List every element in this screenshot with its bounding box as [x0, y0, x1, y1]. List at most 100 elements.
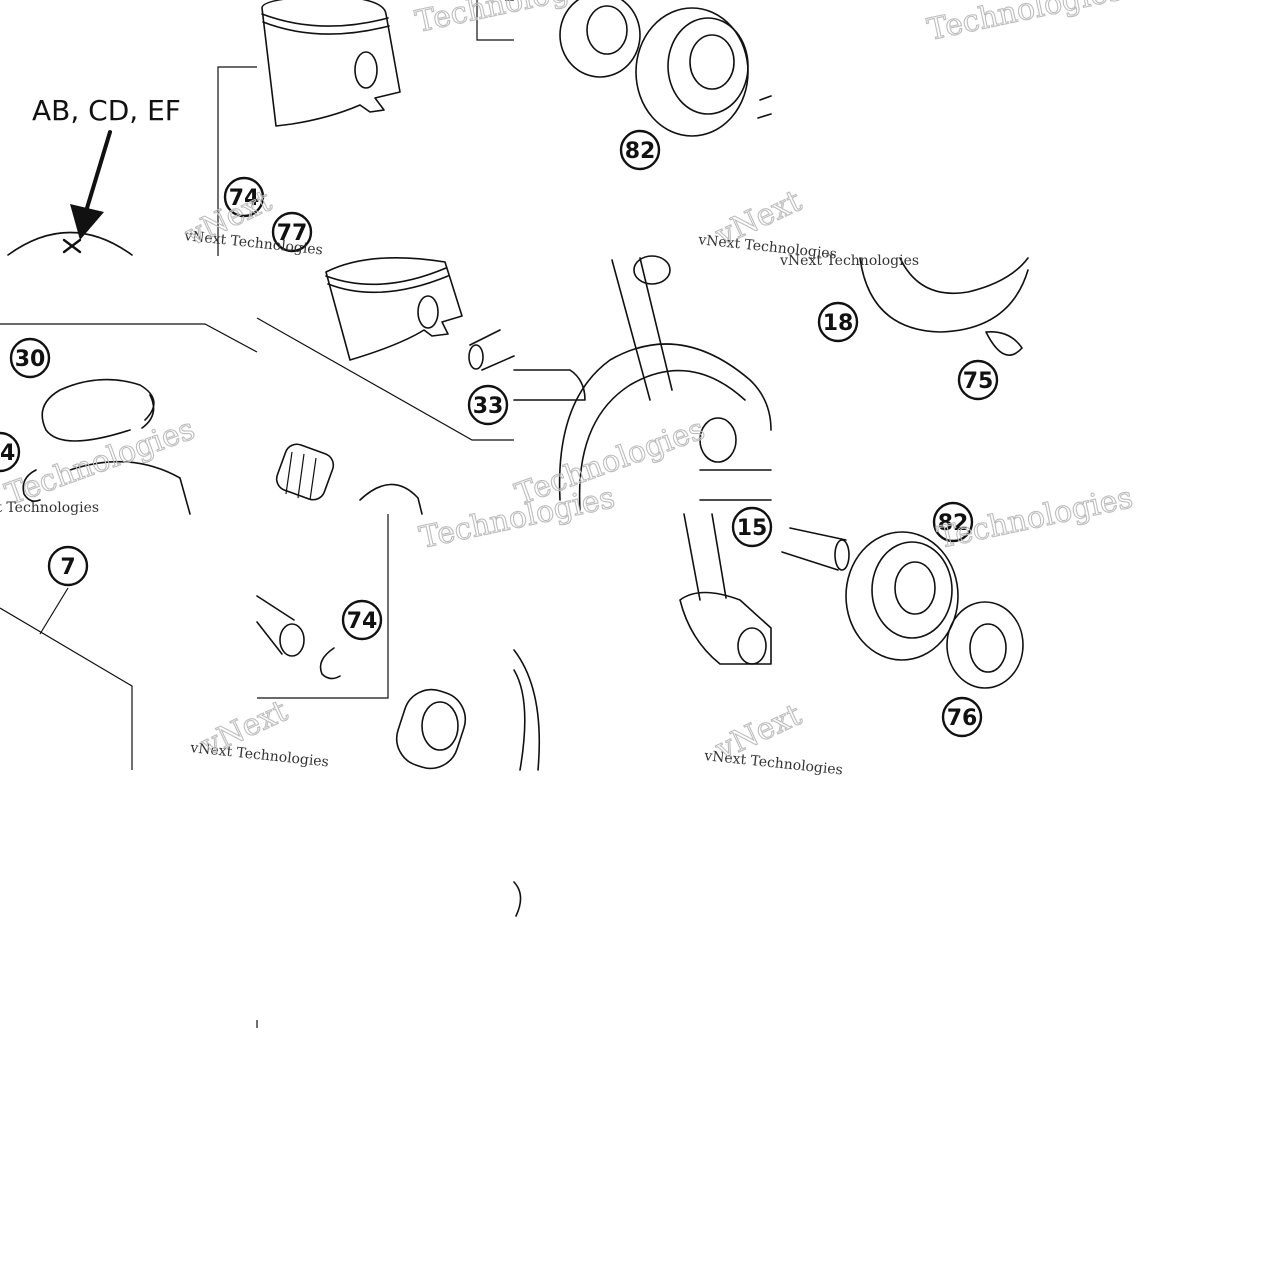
crank-pin: [699, 469, 772, 501]
watermark-small: vNext Technologies: [779, 253, 919, 269]
shaft: [781, 527, 847, 571]
arrow-head-icon: [70, 204, 104, 240]
bushing: [359, 483, 423, 515]
callout-label: 34: [0, 441, 15, 466]
conrod-upper: [611, 257, 673, 401]
seal-ring-inner: [586, 5, 628, 55]
watermark-big: Technologies: [1, 412, 200, 513]
tile-row4-fragments: [256, 881, 522, 1028]
callout: 15: [731, 506, 773, 548]
callout: 7: [47, 545, 89, 587]
flywheel-edge-2: [513, 669, 526, 771]
seal-ring: [946, 601, 1024, 689]
conrod-big-end: [395, 688, 467, 770]
callout-label: 82: [625, 139, 656, 164]
callout: 82: [932, 501, 974, 543]
circlip: [319, 647, 341, 680]
callout: 82: [619, 129, 661, 171]
bearing-race: [871, 541, 953, 639]
box-frame: [0, 607, 133, 770]
leader-line: [39, 587, 69, 635]
needle-bearing: [275, 443, 335, 501]
callout-label: 75: [963, 369, 994, 394]
callout: 33: [467, 384, 509, 426]
box-frame: [476, 0, 514, 41]
box-frame: [0, 323, 258, 353]
flywheel-hub: [899, 257, 1029, 294]
clip-ring: [22, 469, 41, 502]
woodruff-key: [985, 331, 1023, 356]
callout-label: 74: [229, 186, 260, 211]
callout: 75: [957, 359, 999, 401]
callout: 34: [0, 431, 21, 473]
piston-ring: [41, 378, 155, 442]
seal-ring-inner: [969, 623, 1007, 673]
piston-top-outline: [7, 231, 133, 256]
box-frame: [257, 514, 389, 699]
callout-label: 76: [947, 706, 978, 731]
tile-flywheel-end: [859, 257, 1029, 356]
conrod-small-end: [633, 255, 671, 285]
callout: 77: [271, 211, 313, 253]
tile-crankshaft: [513, 255, 772, 511]
callout: 30: [9, 337, 51, 379]
wrist-pin-end: [468, 344, 484, 370]
conrod-eye: [679, 591, 772, 665]
tile-box: [0, 587, 133, 770]
tile-piston-upper: [217, 0, 514, 256]
wrist-pin: [256, 595, 295, 655]
flywheel-rim: [859, 257, 1029, 333]
flywheel-edge: [513, 649, 541, 771]
bearing-inner: [689, 34, 735, 90]
watermark-big: Technologies: [924, 0, 1125, 48]
callout: 76: [941, 696, 983, 738]
piston-pin-hole: [354, 51, 378, 89]
conrod-shaft: [683, 513, 727, 601]
callout-label: 18: [823, 311, 854, 336]
shaft-end: [834, 539, 850, 571]
piston-body: [261, 0, 401, 127]
callout-label: 82: [938, 511, 969, 536]
callout: 74: [223, 176, 265, 218]
callout: 74: [341, 599, 383, 641]
piston-ring-groove: [261, 13, 390, 35]
wrist-pin-end: [279, 623, 305, 657]
seal-ring: [559, 0, 641, 78]
fragment-arc: [513, 881, 522, 917]
watermark-big: Technologies: [412, 0, 613, 40]
bearing-race: [667, 17, 749, 115]
callout-label: 74: [347, 609, 378, 634]
tile-ring: [0, 323, 258, 515]
note-text: AB, CD, EF: [32, 94, 181, 127]
tile-pin-clip: [256, 514, 467, 770]
callout-label: 30: [15, 347, 46, 372]
callout-label: 77: [277, 221, 308, 246]
conrod-bore: [421, 701, 459, 751]
conrod-eye-bore: [737, 627, 767, 665]
flywheel-inner: [578, 369, 746, 511]
callout-label: 7: [60, 555, 75, 580]
tile-bearing-lower: [781, 527, 1024, 689]
callout-label: 15: [737, 516, 768, 541]
shaft-stub: [757, 95, 772, 119]
bearing-inner: [894, 561, 936, 615]
box-frame: [256, 317, 514, 441]
tile-conrod-lower: [513, 513, 772, 771]
crank-journal: [513, 369, 586, 401]
watermark-big: Technologies: [934, 480, 1135, 556]
needle-rollers: [285, 451, 317, 501]
wrist-pin: [469, 329, 515, 371]
counterweight-hole: [699, 417, 737, 463]
mark-x-icon: [62, 238, 82, 254]
bearing-outer: [845, 531, 959, 661]
flywheel: [558, 343, 772, 501]
piston-pin-hole: [417, 295, 439, 329]
callout-label: 33: [473, 394, 504, 419]
piston-edge: [69, 460, 191, 515]
tile-piston-lower: [256, 256, 515, 515]
box-frame: [217, 66, 257, 256]
callout: 18: [817, 301, 859, 343]
tile-note: AB, CD, EF: [7, 94, 181, 256]
tile-bearing-upper: [476, 0, 772, 137]
watermark-small: vNext Technologies: [0, 500, 99, 516]
